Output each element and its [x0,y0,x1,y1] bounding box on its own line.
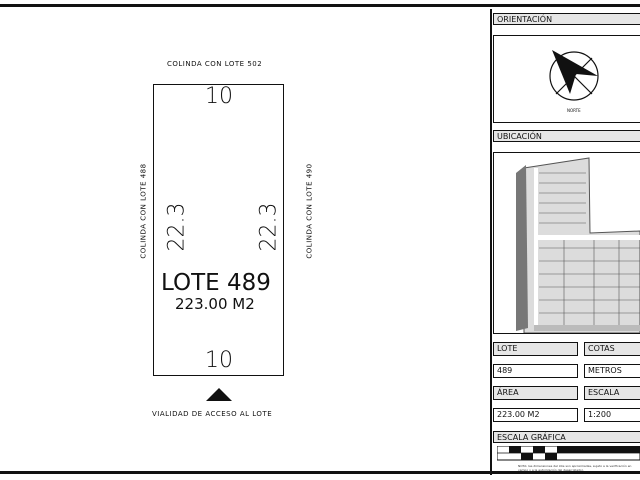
lot-number-value: 489 [493,364,578,378]
scale-value: 1:200 [584,408,640,422]
lot-title: LOTE 489 [161,270,271,296]
dims-header: COTAS [584,342,640,356]
location-map [493,152,640,334]
area-header: ÁREA [493,386,578,400]
lot-number-header: LOTE [493,342,578,356]
access-arrow-icon [206,388,232,401]
disclaimer-note: NOTA: las dimensiones del lote son aprox… [518,464,632,472]
orientation-header: ORIENTACIÓN [493,13,640,25]
dimension-bottom: 10 [205,348,233,373]
drawing-frame [0,4,640,474]
lot-outline [153,84,284,376]
compass-icon [549,50,599,101]
dimension-left: 22.3 [164,202,190,252]
area-value: 223.00 M2 [493,408,578,422]
right-neighbor-label: COLINDA CON LOTE 490 [305,163,314,259]
north-label: NORTE [567,108,581,113]
info-panel [490,9,640,475]
orientation-box: NORTE [493,35,640,123]
location-header: UBICACIÓN [493,130,640,142]
graphic-scale-bar [497,446,640,461]
scale-header: ESCALA [584,386,640,400]
left-neighbor-label: COLINDA CON LOTE 488 [139,163,148,259]
lot-area: 223.00 M2 [175,295,255,313]
graphic-scale-header: ESCALA GRÁFICA [493,431,640,443]
dims-value: METROS [584,364,640,378]
dimension-top: 10 [205,84,233,109]
site-map-image [494,153,640,333]
access-road-label: VIALIDAD DE ACCESO AL LOTE [152,410,273,418]
top-neighbor-label: COLINDA CON LOTE 502 [167,60,263,68]
dimension-right: 22.3 [256,202,282,252]
